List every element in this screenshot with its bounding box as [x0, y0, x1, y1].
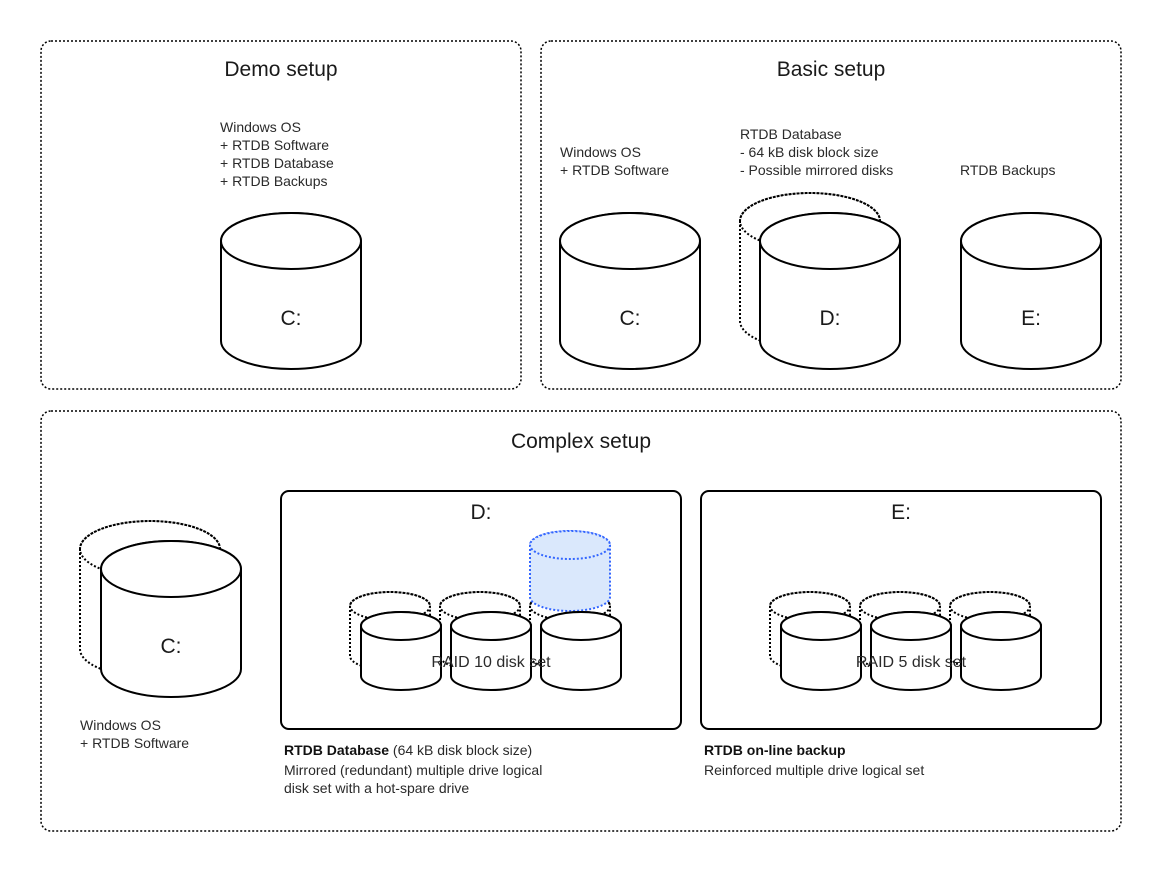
cylinder-top — [450, 611, 532, 641]
backup-drive-letter: E: — [891, 501, 911, 524]
complex-c-label: Windows OS + RTDB Software — [80, 717, 189, 751]
demo-label-line: + RTDB Backups — [220, 173, 328, 189]
basic-setup-group: Basic setup Windows OS + RTDB Software C… — [540, 40, 1122, 390]
disk-cylinder-icon — [100, 540, 242, 698]
raid5-label: RAID 5 disk set — [856, 654, 967, 671]
basic-d-drive-letter: D: — [820, 307, 841, 330]
disk-cylinder-icon — [559, 212, 701, 370]
cylinder-top — [870, 611, 952, 641]
basic-c-drive-letter: C: — [620, 307, 641, 330]
cylinder-top — [780, 611, 862, 641]
demo-setup-group: Demo setup Windows OS + RTDB Software + … — [40, 40, 522, 390]
cylinder-top — [559, 212, 701, 270]
basic-d-label-line: RTDB Database — [740, 126, 842, 142]
database-caption-desc: Mirrored (redundant) multiple drive logi… — [284, 762, 546, 796]
disk-cylinder-icon — [220, 212, 362, 370]
database-drive-letter: D: — [471, 501, 492, 524]
basic-c-label-line: Windows OS — [560, 144, 641, 160]
basic-d-label-line: - 64 kB disk block size — [740, 144, 879, 160]
database-caption-detail: (64 kB disk block size) — [389, 742, 532, 758]
database-caption-title: RTDB Database — [284, 742, 389, 758]
cylinder-top — [100, 540, 242, 598]
complex-c-label-line: Windows OS — [80, 717, 161, 733]
basic-c-label: Windows OS + RTDB Software — [560, 144, 669, 178]
cylinder-top — [220, 212, 362, 270]
basic-setup-box — [540, 40, 1122, 390]
basic-e-drive-letter: E: — [1021, 307, 1041, 330]
complex-setup-box — [40, 410, 1122, 832]
raid-disk-cylinder-icon — [540, 611, 622, 691]
demo-label-line: + RTDB Software — [220, 137, 329, 153]
demo-label-line: + RTDB Database — [220, 155, 334, 171]
cylinder-top — [759, 212, 901, 270]
demo-setup-title: Demo setup — [224, 58, 337, 81]
complex-setup-title: Complex setup — [511, 430, 651, 453]
basic-d-label-line: - Possible mirrored disks — [740, 162, 893, 178]
complex-c-label-line: + RTDB Software — [80, 735, 189, 751]
basic-d-label: RTDB Database - 64 kB disk block size - … — [740, 126, 893, 178]
backup-caption-line: Reinforced multiple drive logical set — [704, 762, 924, 778]
basic-c-label-line: + RTDB Software — [560, 162, 669, 178]
complex-c-drive-letter: C: — [161, 635, 182, 658]
hot-spare-drive-icon — [529, 530, 611, 612]
demo-drive-letter: C: — [281, 307, 302, 330]
raid10-label: RAID 10 disk set — [431, 654, 551, 671]
database-caption-line: Mirrored (redundant) multiple drive logi… — [284, 762, 542, 778]
disk-cylinder-icon — [759, 212, 901, 370]
basic-e-label-line: RTDB Backups — [960, 162, 1055, 178]
demo-setup-box — [40, 40, 522, 390]
raid-disk-cylinder-icon — [870, 611, 952, 691]
raid-disk-cylinder-icon — [360, 611, 442, 691]
hot-spare-top — [529, 530, 611, 560]
basic-e-label: RTDB Backups — [960, 162, 1055, 178]
complex-setup-group: Complex setup C: Windows OS + RTDB Softw… — [40, 410, 1122, 832]
demo-disk-label: Windows OS + RTDB Software + RTDB Databa… — [220, 119, 338, 189]
basic-setup-title: Basic setup — [777, 58, 886, 81]
raid-disk-cylinder-icon — [960, 611, 1042, 691]
disk-cylinder-icon — [960, 212, 1102, 370]
demo-label-line: Windows OS — [220, 119, 301, 135]
cylinder-top — [960, 611, 1042, 641]
database-caption-line: disk set with a hot-spare drive — [284, 780, 469, 796]
database-caption: RTDB Database (64 kB disk block size) — [284, 742, 532, 758]
backup-caption-title: RTDB on-line backup — [704, 742, 846, 758]
raid-disk-cylinder-icon — [450, 611, 532, 691]
cylinder-top — [360, 611, 442, 641]
raid-disk-cylinder-icon — [780, 611, 862, 691]
cylinder-top — [960, 212, 1102, 270]
cylinder-top — [540, 611, 622, 641]
